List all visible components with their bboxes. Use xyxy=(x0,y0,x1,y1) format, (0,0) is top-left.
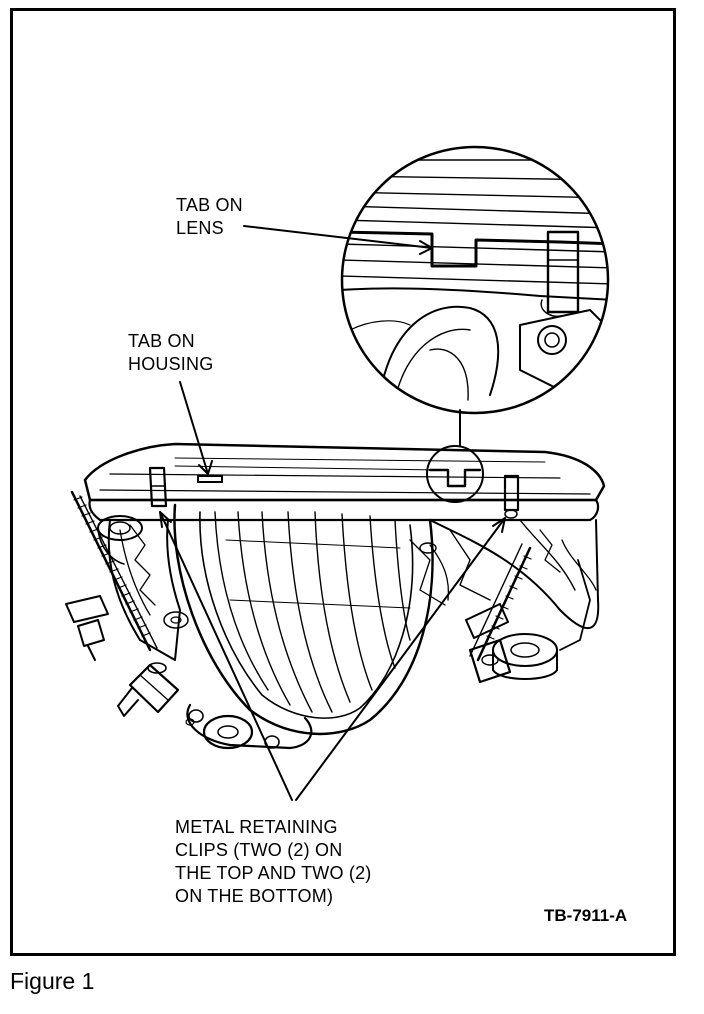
right-mounting-boss xyxy=(492,633,558,680)
left-adjuster-screw xyxy=(65,490,158,661)
label-metal-retaining-clips: METAL RETAINING CLIPS (TWO (2) ON THE TO… xyxy=(175,816,372,908)
label-tab-on-housing: TAB ON HOUSING xyxy=(128,330,213,376)
right-retaining-clip xyxy=(503,474,520,519)
figure-code: TB-7911-A xyxy=(544,906,628,925)
left-connector xyxy=(117,662,180,717)
label-clips-line-1: METAL RETAINING xyxy=(175,817,338,837)
label-tab-on-housing-line-1: TAB ON xyxy=(128,331,195,351)
bulb-socket xyxy=(185,703,313,750)
label-tab-on-housing-line-2: HOUSING xyxy=(128,354,214,374)
label-clips-line-4: ON THE BOTTOM) xyxy=(175,886,334,906)
headlamp-housing xyxy=(65,442,606,750)
label-clips-line-3: THE TOP AND TWO (2) xyxy=(175,863,372,883)
housing-tab xyxy=(197,475,223,483)
figure-caption: Figure 1 xyxy=(10,968,95,994)
enlarged-detail-view xyxy=(340,145,610,415)
left-retaining-clip xyxy=(148,466,168,508)
right-adjuster-screw xyxy=(465,543,532,684)
label-clips-line-2: CLIPS (TWO (2) ON xyxy=(175,840,343,860)
label-tab-on-lens-line-1: TAB ON xyxy=(176,195,243,215)
detail-locator-circle xyxy=(426,409,484,503)
leader-lines xyxy=(159,225,506,801)
label-tab-on-lens-line-2: LENS xyxy=(176,218,224,238)
label-tab-on-lens: TAB ON LENS xyxy=(176,194,243,240)
figure-frame xyxy=(10,8,676,956)
